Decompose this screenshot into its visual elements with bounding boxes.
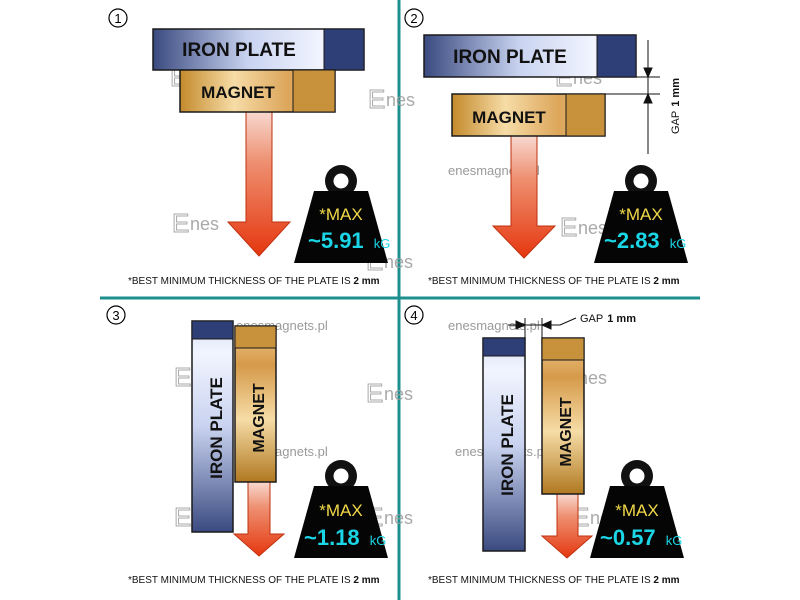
force-value-text: ~2.83 kG xyxy=(604,228,686,253)
force-value-text: ~5.91 kG xyxy=(308,228,390,253)
panel-number-badge xyxy=(108,8,128,28)
magnet-end xyxy=(234,325,277,349)
panel-number: 4 xyxy=(410,308,417,323)
force-unit: kG xyxy=(666,533,683,548)
force-unit: kG xyxy=(370,533,387,548)
thickness-note: *BEST MINIMUM THICKNESS OF THE PLATE IS … xyxy=(428,575,680,586)
panel-number: 1 xyxy=(114,11,121,26)
force-value-text: ~0.57 kG xyxy=(600,525,682,550)
svg-text:E: E xyxy=(174,502,191,532)
force-value: ~2.83 xyxy=(604,228,660,253)
panel-3: 3 IRON PLATE MAGNET *MAX ~1.18 kG *BEST … xyxy=(106,305,388,586)
thickness-note: *BEST MINIMUM THICKNESS OF THE PLATE IS … xyxy=(428,276,680,287)
max-label: *MAX xyxy=(319,205,362,224)
iron-plate xyxy=(482,337,526,552)
magnet-end xyxy=(541,337,585,361)
magnet-end xyxy=(292,69,336,113)
weight-icon xyxy=(594,165,688,263)
max-label: *MAX xyxy=(319,501,362,520)
force-value-text: ~1.18 kG xyxy=(304,525,386,550)
gap-dimension xyxy=(508,317,577,345)
force-arrow xyxy=(226,111,292,257)
thickness-note: *BEST MINIMUM THICKNESS OF THE PLATE IS … xyxy=(128,276,380,287)
gap-dimension xyxy=(605,40,660,154)
panel-number-badge xyxy=(106,305,126,325)
force-value: ~5.91 xyxy=(308,228,364,253)
panel-1: 1 IRON PLATE MAGNET *MAX ~5.91 kG *BEST … xyxy=(108,8,390,287)
watermark-logo: E nes xyxy=(368,84,416,115)
max-label: *MAX xyxy=(619,205,662,224)
panel-number-badge xyxy=(404,305,424,325)
iron-plate-label: IRON PLATE xyxy=(498,394,517,496)
svg-text:E: E xyxy=(366,378,383,408)
magnet-label: MAGNET xyxy=(251,383,268,453)
iron-plate-label: IRON PLATE xyxy=(182,40,296,61)
panel-number: 3 xyxy=(112,308,119,323)
svg-text:nes: nes xyxy=(384,384,413,404)
svg-text:E: E xyxy=(560,212,577,242)
iron-plate-end xyxy=(482,337,526,357)
weight-icon xyxy=(294,165,388,263)
svg-text:nes: nes xyxy=(384,508,413,528)
svg-text:nes: nes xyxy=(384,252,413,272)
iron-plate xyxy=(191,320,234,533)
magnet xyxy=(234,325,277,483)
force-arrow xyxy=(232,481,286,557)
force-value: ~0.57 xyxy=(600,525,656,550)
iron-plate-end xyxy=(596,34,637,78)
svg-text:nes: nes xyxy=(190,214,219,234)
iron-plate-end xyxy=(191,320,234,340)
panel-number-badge xyxy=(404,8,424,28)
magnet-label: MAGNET xyxy=(558,397,575,467)
magnet xyxy=(541,337,585,495)
svg-text:nes: nes xyxy=(578,218,607,238)
force-unit: kG xyxy=(670,236,687,251)
max-label: *MAX xyxy=(615,501,658,520)
force-arrow xyxy=(540,493,594,559)
svg-text:nes: nes xyxy=(386,90,415,110)
panel-2: 2 IRON PLATE MAGNET GAP1 mm *MAX ~2.83 k… xyxy=(404,8,688,287)
svg-text:E: E xyxy=(368,84,385,114)
svg-text:E: E xyxy=(172,208,189,238)
weight-icon xyxy=(590,460,684,558)
iron-plate-label: IRON PLATE xyxy=(207,377,226,479)
iron-plate-end xyxy=(323,28,365,71)
gap-label: GAP1 mm xyxy=(670,78,682,134)
weight-icon xyxy=(294,460,388,558)
force-value: ~1.18 xyxy=(304,525,360,550)
magnet-end xyxy=(565,93,606,137)
watermark-logo: E nes xyxy=(172,208,220,239)
panel-number: 2 xyxy=(410,11,417,26)
iron-plate-label: IRON PLATE xyxy=(453,47,567,68)
magnet-label: MAGNET xyxy=(201,83,275,102)
svg-text:E: E xyxy=(174,362,191,392)
svg-text:nes: nes xyxy=(578,368,607,388)
watermark-logo: E nes xyxy=(560,212,608,243)
force-arrow xyxy=(491,135,557,259)
magnet-label: MAGNET xyxy=(472,108,546,127)
thickness-note: *BEST MINIMUM THICKNESS OF THE PLATE IS … xyxy=(128,575,380,586)
watermark-logo: E nes xyxy=(366,378,414,409)
force-unit: kG xyxy=(374,236,391,251)
